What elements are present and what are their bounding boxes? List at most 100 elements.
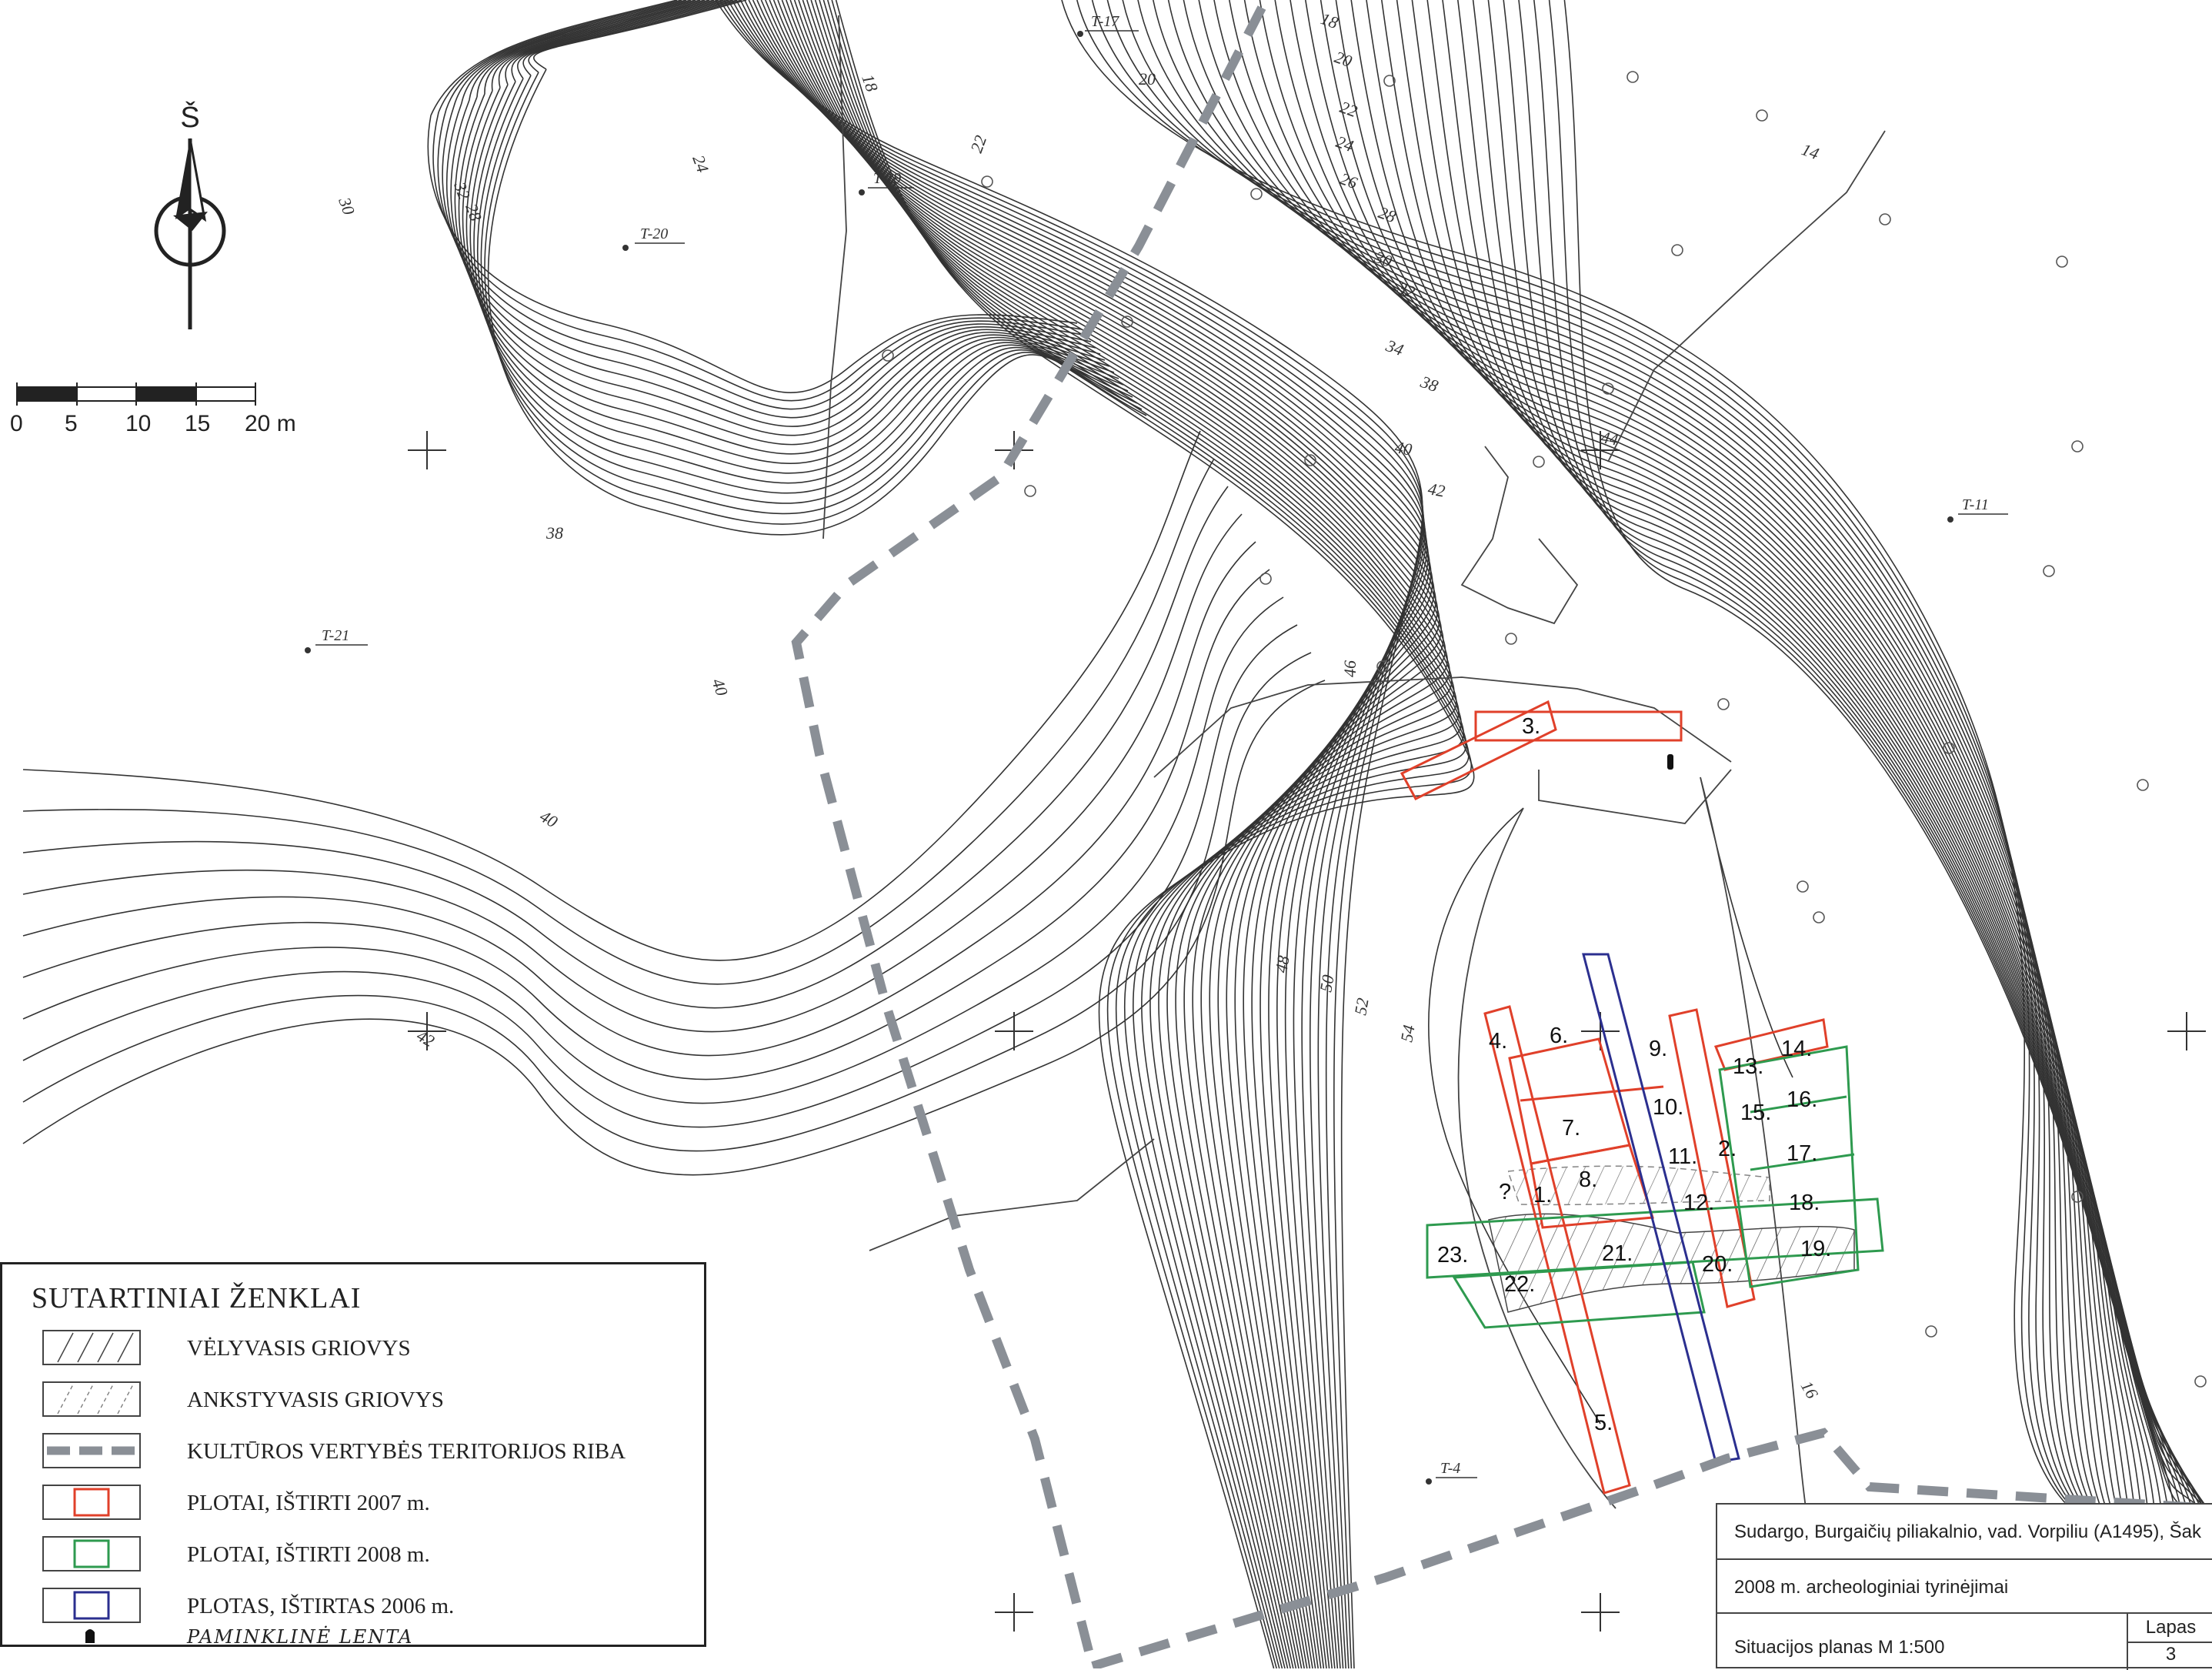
contour-label: 24 (689, 152, 712, 175)
contour-line (1243, 0, 2212, 1578)
scale-bar: 0 5 10 15 20 m (10, 382, 296, 436)
contour-line (802, 0, 1455, 1668)
contour-line (1548, 0, 2212, 1583)
contour-line (731, 0, 1426, 1668)
plaque-icon (85, 1629, 95, 1643)
contour-line (810, 0, 1460, 1668)
title-row-2: 2008 m. archeologiniai tyrinėjimai (1717, 1560, 2212, 1614)
contour-label: 40 (708, 676, 732, 698)
contour-line (458, 0, 1110, 455)
area-label: 13. (1733, 1054, 1763, 1079)
contour-label: 40 (537, 807, 562, 832)
contour-line (22, 652, 1312, 1152)
legend-label: VĖLYVASIS GRIOVYS (187, 1336, 411, 1361)
contour-line (765, 0, 1436, 1668)
contour-label: 20 (1332, 47, 1354, 71)
north-label: Š (180, 100, 199, 134)
area-2006 (1582, 953, 1740, 1464)
contour-line (1320, 0, 2212, 1578)
contour-line (814, 0, 1462, 1668)
contour-line (22, 541, 1256, 1057)
legend-item-boundary: KULTŪROS VERTYBĖS TERITORIJOS RIBA (42, 1433, 704, 1471)
title-block: Sudargo, Burgaičių piliakalnio, vad. Vor… (1716, 1503, 2212, 1670)
contour-line (1106, 0, 2212, 1578)
contour-line (1366, 0, 2212, 1578)
title-line-3: Situacijos planas M 1:500 (1734, 1637, 1945, 1658)
area-label: 7. (1562, 1116, 1580, 1141)
contour-line (1457, 0, 2212, 1578)
boundary-swatch (42, 1433, 141, 1468)
contour-line (786, 0, 1446, 1668)
sheet-box: Lapas 3 (2127, 1614, 2212, 1670)
legend-label: PLOTAI, IŠTIRTI 2007 m. (187, 1491, 430, 1515)
area-label: 8. (1579, 1167, 1597, 1192)
legend-item-2007: PLOTAI, IŠTIRTI 2007 m. (42, 1485, 704, 1523)
contour-line (1563, 0, 2212, 1583)
point-label: T-17 (1091, 13, 1119, 30)
area-label: 23. (1437, 1243, 1468, 1268)
contour-line (1411, 0, 2212, 1578)
contour-line (772, 0, 1440, 1668)
area-label: 4. (1489, 1029, 1507, 1054)
contour-line (793, 0, 1450, 1668)
monument-plaque (1667, 754, 1673, 770)
scale-tick: 10 (125, 411, 151, 436)
contour-line (806, 0, 1457, 1668)
area-label: 6. (1550, 1024, 1568, 1048)
area-label: 12. (1683, 1191, 1714, 1215)
areas-2008 (1426, 1045, 1884, 1329)
point-label: T-21 (322, 627, 349, 644)
contour-line (22, 430, 1201, 961)
contour-line (469, 0, 1124, 484)
area-label: 18. (1789, 1191, 1820, 1215)
contour-line (22, 486, 1229, 1009)
title-line-2: 2008 m. archeologiniai tyrinėjimai (1734, 1577, 2009, 1598)
contour-line (1229, 0, 2212, 1578)
early-ditch-swatch (42, 1381, 141, 1417)
area-label: 17. (1787, 1141, 1817, 1166)
area-label: 11. (1668, 1144, 1697, 1169)
contour-line (798, 0, 1453, 1668)
contour-line (739, 0, 1428, 1668)
area-label: 21. (1602, 1241, 1633, 1266)
legend-item-early-ditch: ANKSTYVASIS GRIOVYS (42, 1381, 704, 1420)
contour-line (744, 0, 1429, 1668)
point-label: T-19 (873, 170, 901, 187)
contour-label: 54 (1396, 1024, 1418, 1044)
contour-label: 22 (966, 132, 990, 155)
late-ditch-swatch (42, 1330, 141, 1365)
area-label: 15. (1740, 1101, 1771, 1125)
contour-line (484, 0, 1143, 525)
contour-line (1503, 0, 2212, 1579)
area-label: 22. (1504, 1272, 1535, 1297)
contour-line (476, 0, 1133, 504)
contour-line (756, 0, 1433, 1668)
contour-line (1700, 777, 1793, 1078)
area-label: 10. (1653, 1095, 1683, 1120)
contour-line (487, 0, 1147, 536)
contour-label: 34 (1383, 336, 1406, 359)
point-label: T-20 (640, 225, 668, 242)
contour-line (822, 0, 1467, 1668)
contour-line (1442, 0, 2212, 1578)
scale-tick: 0 (10, 411, 23, 436)
contour-line (432, 0, 1083, 402)
area-label: 2. (1718, 1137, 1737, 1161)
contour-line (22, 569, 1270, 1080)
contour-line (480, 0, 1138, 515)
area-label: 5. (1594, 1411, 1613, 1435)
legend-item-plaque: PAMINKLINĖ LENTA (42, 1625, 704, 1663)
contour-line (777, 0, 1442, 1668)
sheet-label: Lapas (2128, 1614, 2212, 1643)
contour-line (748, 0, 1430, 1668)
contour-line (22, 680, 1326, 1176)
area-label: 3. (1522, 714, 1540, 739)
contour-line (1259, 0, 2212, 1578)
north-arrow: Š (154, 100, 226, 329)
contour-line (1076, 0, 2212, 1578)
contour-label: 22 (1337, 97, 1360, 121)
area-label: 1. (1533, 1183, 1552, 1207)
contour-line (22, 513, 1243, 1033)
contour-line (465, 0, 1119, 474)
contour-label: 38 (545, 523, 563, 543)
